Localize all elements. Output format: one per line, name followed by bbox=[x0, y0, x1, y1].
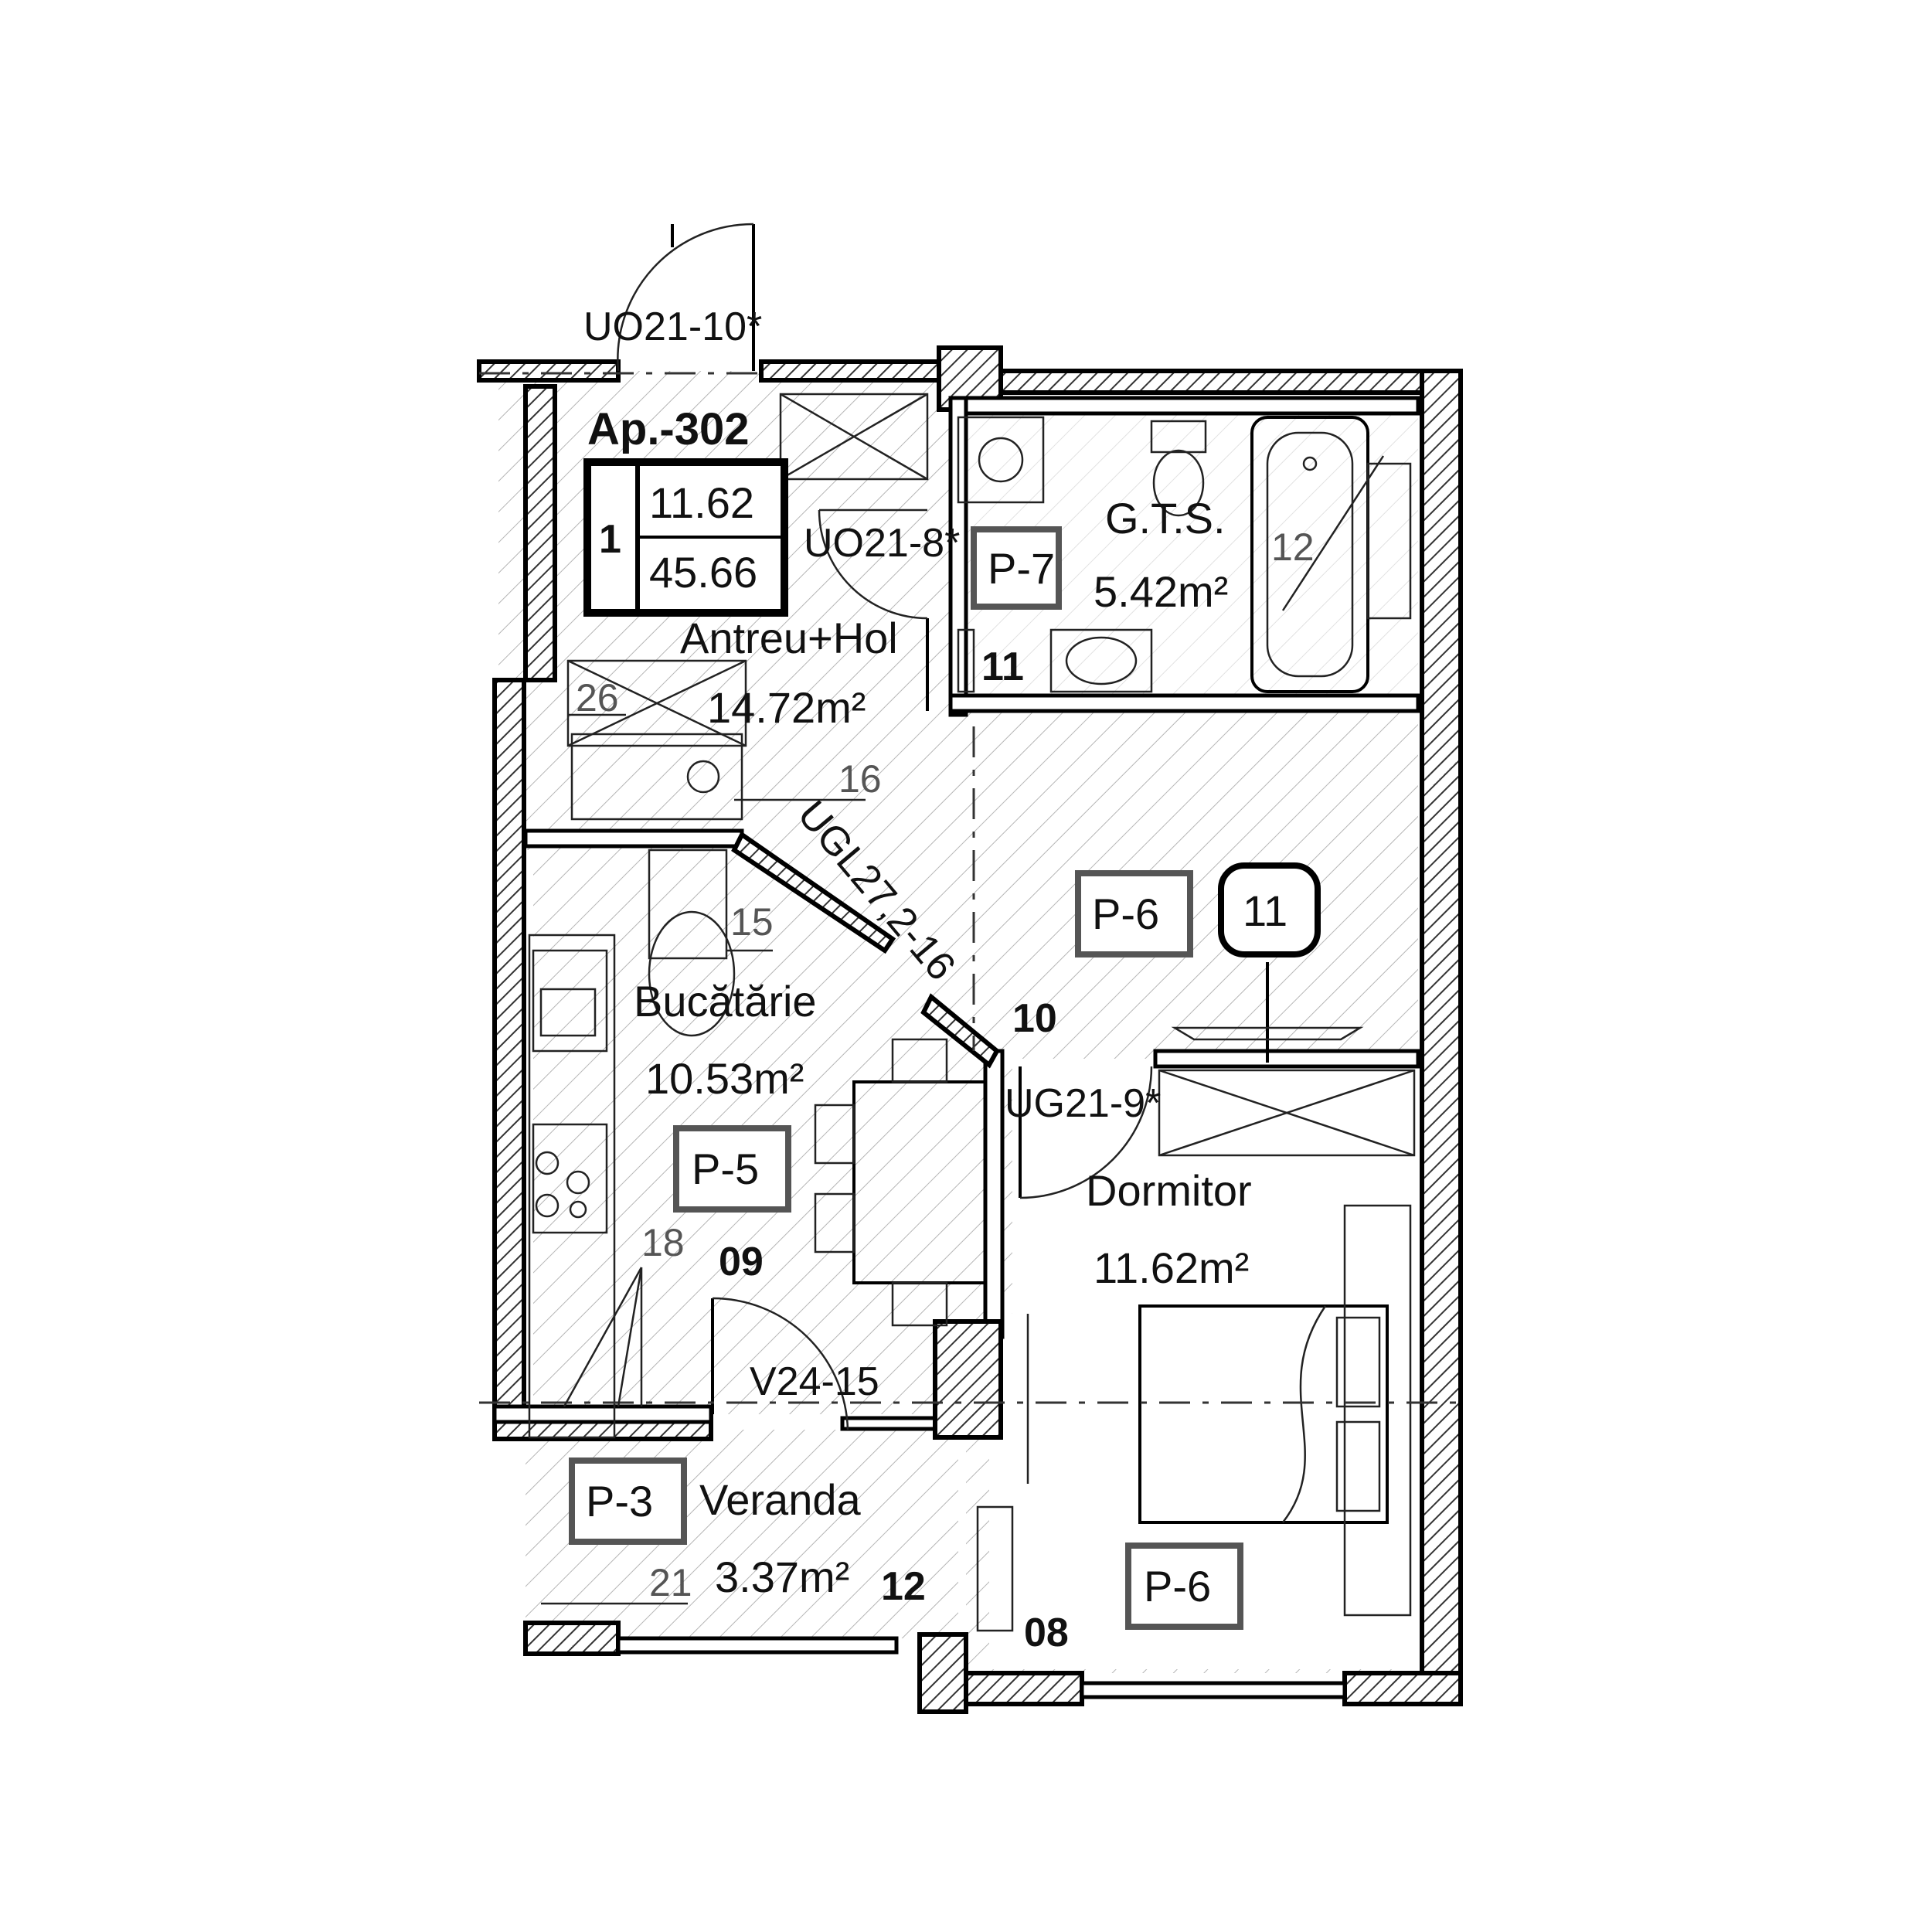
axis-mark-10: 10 bbox=[1012, 996, 1057, 1041]
finish-tag-bath: P-7 bbox=[971, 526, 1062, 610]
finish-tag-hall-text: P-6 bbox=[1092, 889, 1159, 938]
door-code-bath: UO21-8* bbox=[804, 521, 960, 566]
equipment-leaders bbox=[541, 455, 1385, 1605]
bedroom-door bbox=[1019, 1066, 1153, 1199]
finish-tag-kitchen: P-5 bbox=[673, 1125, 791, 1213]
entrance-door bbox=[617, 223, 755, 372]
bathroom-fixtures bbox=[957, 416, 1412, 693]
bed bbox=[976, 1204, 1412, 1632]
door-code-entrance: UO21-10* bbox=[583, 304, 762, 349]
axis-mark-09: 09 bbox=[719, 1240, 764, 1284]
bedroom-extras bbox=[1171, 962, 1364, 1063]
room-area-bath: 5.42m² bbox=[1094, 567, 1228, 616]
equipment-number-15: 15 bbox=[730, 900, 774, 944]
room-name-bath: G.T.S. bbox=[1105, 494, 1226, 543]
axis-mark-08: 08 bbox=[1024, 1611, 1069, 1655]
finish-tag-kitchen-text: P-5 bbox=[692, 1145, 759, 1193]
equipment-number-12: 12 bbox=[1271, 526, 1315, 569]
veranda-door bbox=[711, 1297, 849, 1430]
bath-door bbox=[818, 509, 929, 711]
room-name-hall: Antreu+Hol bbox=[680, 614, 898, 662]
door-code-bedroom: UG21-9* bbox=[1005, 1081, 1161, 1126]
equipment-number-26: 26 bbox=[576, 676, 619, 719]
walls bbox=[477, 345, 1463, 1714]
finish-tag-bedroom-text: P-6 bbox=[1144, 1562, 1211, 1611]
apartment-name: Ap.-302 bbox=[587, 404, 750, 454]
finish-tag-veranda-text: P-3 bbox=[586, 1477, 653, 1526]
kitchen-fixtures bbox=[528, 733, 743, 1439]
closets bbox=[566, 393, 1416, 1157]
finish-tag-bath-text: P-7 bbox=[988, 544, 1055, 593]
circle-tag-text: 11 bbox=[1243, 886, 1287, 935]
axis-mark-11: 11 bbox=[981, 645, 1024, 689]
equipment-number-16: 16 bbox=[838, 757, 882, 801]
apartment-living-area: 11.62 bbox=[649, 478, 754, 527]
axis-mark-12: 12 bbox=[881, 1564, 926, 1609]
equipment-number-21: 21 bbox=[649, 1561, 692, 1604]
apartment-total-area: 45.66 bbox=[649, 548, 757, 597]
room-area-hall: 14.72m² bbox=[707, 683, 866, 732]
circle-tag: 11 bbox=[1218, 862, 1321, 957]
finish-tag-bedroom: P-6 bbox=[1125, 1543, 1243, 1630]
room-name-veranda: Veranda bbox=[699, 1475, 861, 1524]
room-name-kitchen: Bucătărie bbox=[634, 977, 817, 1026]
room-area-veranda: 3.37m² bbox=[715, 1553, 849, 1601]
room-name-bedroom: Dormitor bbox=[1086, 1166, 1252, 1215]
room-area-bedroom: 11.62m² bbox=[1094, 1243, 1249, 1292]
room-area-kitchen: 10.53m² bbox=[645, 1054, 804, 1103]
axis-lines bbox=[479, 372, 1461, 1404]
finish-tag-hall: P-6 bbox=[1075, 870, 1193, 957]
equipment-number-18: 18 bbox=[641, 1221, 685, 1264]
apartment-rooms-count: 1 bbox=[599, 517, 621, 562]
finish-tag-veranda: P-3 bbox=[569, 1458, 687, 1545]
door-code-veranda: V24-15 bbox=[750, 1359, 879, 1404]
apartment-summary-box bbox=[583, 458, 788, 617]
dining-table bbox=[814, 1038, 987, 1327]
